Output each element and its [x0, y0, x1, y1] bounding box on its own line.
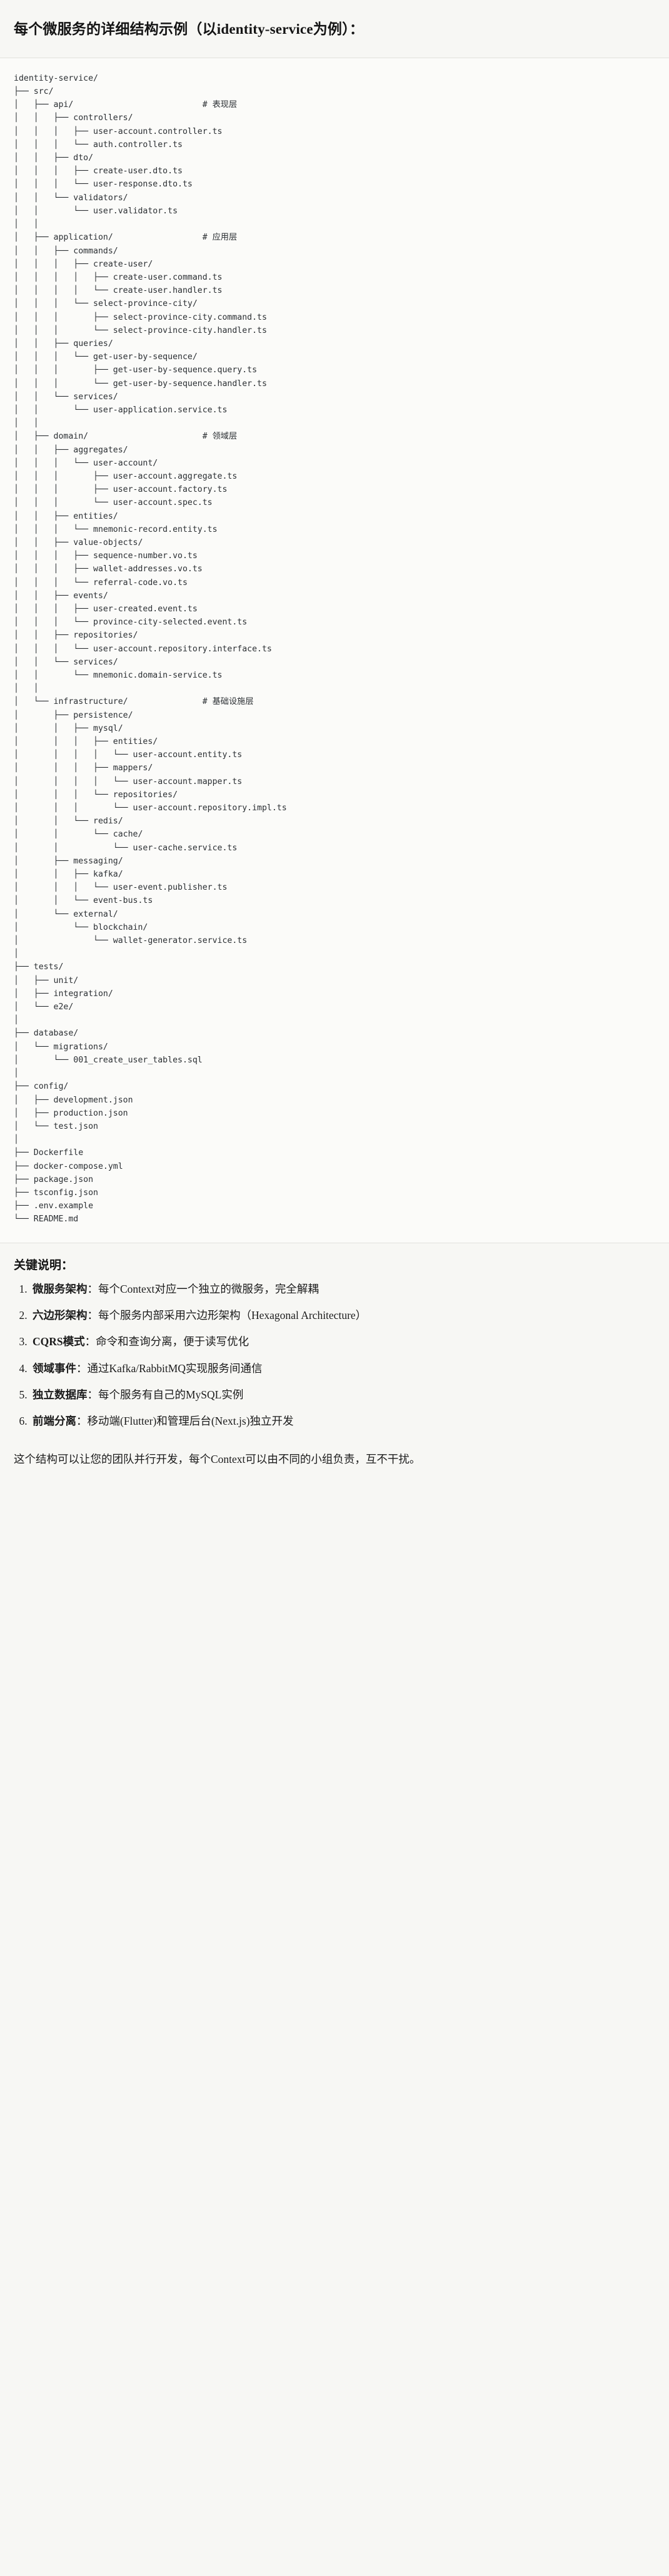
note-term: 领域事件 — [33, 1362, 76, 1375]
note-item: 微服务架构：每个Context对应一个独立的微服务，完全解耦 — [30, 1281, 655, 1297]
note-description: 移动端(Flutter)和管理后台(Next.js)独立开发 — [87, 1415, 294, 1428]
note-term: 前端分离 — [33, 1415, 76, 1428]
note-term: 独立数据库 — [33, 1388, 88, 1402]
note-description: 命令和查询分离，便于读写优化 — [96, 1335, 249, 1348]
note-description: 每个Context对应一个独立的微服务，完全解耦 — [98, 1282, 319, 1295]
closing-paragraph: 这个结构可以让您的团队并行开发，每个Context可以由不同的小组负责，互不干扰… — [0, 1444, 669, 1482]
note-item: 领域事件：通过Kafka/RabbitMQ实现服务间通信 — [30, 1361, 655, 1377]
note-separator: ： — [87, 1282, 99, 1295]
note-term: 微服务架构 — [33, 1282, 88, 1295]
page-title: 每个微服务的详细结构示例（以identity-service为例）： — [14, 21, 365, 38]
note-description: 通过Kafka/RabbitMQ实现服务间通信 — [87, 1362, 263, 1375]
note-description: 每个服务内部采用六边形架构（Hexagonal Architecture） — [98, 1308, 367, 1321]
directory-tree-block: identity-service/ ├── src/ │ ├── api/ # … — [0, 58, 669, 1243]
note-item: 前端分离：移动端(Flutter)和管理后台(Next.js)独立开发 — [30, 1413, 655, 1429]
note-separator: ： — [87, 1388, 99, 1402]
key-notes-title: 关键说明： — [14, 1258, 74, 1272]
key-notes-section: 关键说明： 微服务架构：每个Context对应一个独立的微服务，完全解耦 六边形… — [0, 1243, 669, 1445]
note-separator: ： — [76, 1362, 88, 1375]
note-item: 独立数据库：每个服务有自己的MySQL实例 — [30, 1387, 655, 1403]
note-term: CQRS模式 — [33, 1335, 85, 1348]
note-separator: ： — [76, 1415, 88, 1428]
note-term: 六边形架构 — [33, 1308, 88, 1321]
note-separator: ： — [87, 1308, 99, 1321]
document-page: 每个微服务的详细结构示例（以identity-service为例）： ident… — [0, 9, 669, 1482]
note-item: 六边形架构：每个服务内部采用六边形架构（Hexagonal Architectu… — [30, 1308, 655, 1323]
note-description: 每个服务有自己的MySQL实例 — [98, 1388, 244, 1402]
key-notes-list: 微服务架构：每个Context对应一个独立的微服务，完全解耦 六边形架构：每个服… — [14, 1281, 655, 1430]
directory-tree: identity-service/ ├── src/ │ ├── api/ # … — [14, 73, 287, 1224]
note-separator: ： — [84, 1335, 96, 1348]
note-item: CQRS模式：命令和查询分离，便于读写优化 — [30, 1334, 655, 1350]
